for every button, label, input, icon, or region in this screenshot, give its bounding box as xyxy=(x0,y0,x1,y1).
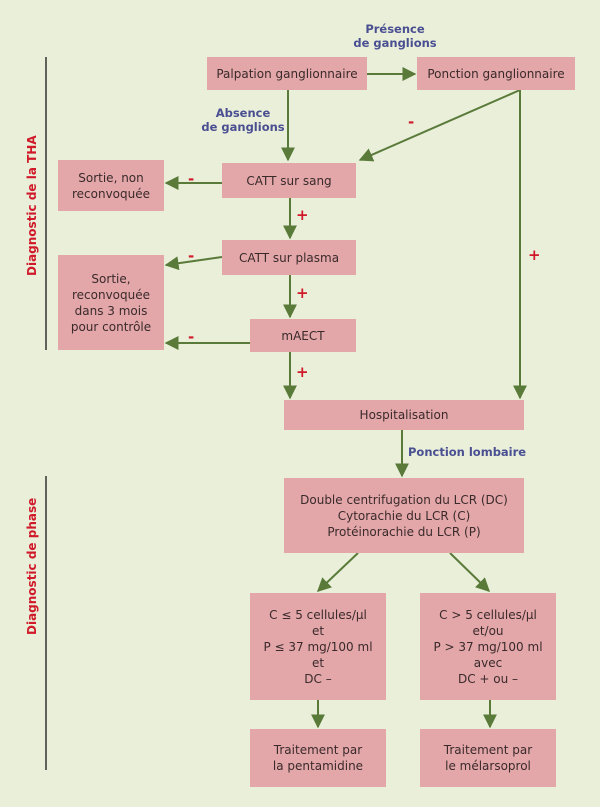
analyses-lcr-box: Double centrifugation du LCR (DC) Cytora… xyxy=(284,478,524,553)
minus-sign-catt-sang: - xyxy=(188,170,195,188)
ponction-ganglionnaire-box: Ponction ganglionnaire xyxy=(417,57,575,90)
minus-sign-catt-plasma: - xyxy=(188,247,195,265)
treatment-pentamidine-box: Traitement par la pentamidine xyxy=(250,729,386,787)
sortie2-line3: dans 3 mois xyxy=(74,303,148,318)
criteria2-line4: avec xyxy=(473,655,503,670)
maect-label: mAECT xyxy=(281,328,325,343)
double-line3: Protéinorachie du LCR (P) xyxy=(327,524,481,539)
treat2-line2: le mélarsoprol xyxy=(445,759,531,773)
presence-ganglions-label: Présence de ganglions xyxy=(340,22,450,50)
treat1-line1: Traitement par xyxy=(273,743,363,757)
absence-ganglions-label: Absence de ganglions xyxy=(200,106,286,134)
presence-line2: de ganglions xyxy=(353,36,437,50)
catt-sang-label: CATT sur sang xyxy=(246,173,332,188)
plus-sign-ponction: + xyxy=(528,246,541,264)
sortie2-line1: Sortie, xyxy=(91,271,131,286)
criteria1-line4: et xyxy=(311,655,325,670)
criteria1-line1: C ≤ 5 cellules/µl xyxy=(269,607,367,622)
criteria2-line5: DC + ou – xyxy=(457,671,519,686)
ponction-label: Ponction ganglionnaire xyxy=(427,66,565,81)
criteria1-line3: P ≤ 37 mg/100 ml xyxy=(263,639,373,654)
presence-line1: Présence xyxy=(365,22,425,36)
hospitalisation-box: Hospitalisation xyxy=(284,400,524,430)
arrow-ponction-to-catt-sang xyxy=(358,89,521,162)
ponction-lombaire-label: Ponction lombaire xyxy=(408,445,527,459)
criteria-stage1-box: C ≤ 5 cellules/µl et P ≤ 37 mg/100 ml et… xyxy=(250,593,386,700)
section-label-phase: Diagnostic de phase xyxy=(25,497,39,635)
treat2-line1: Traitement par xyxy=(443,743,533,757)
hospitalisation-label: Hospitalisation xyxy=(359,408,449,422)
catt-sang-box: CATT sur sang xyxy=(222,163,356,198)
minus-sign-ponction: - xyxy=(408,113,415,131)
sortie2-line2: reconvoquée xyxy=(71,287,151,302)
maect-box: mAECT xyxy=(250,319,356,352)
criteria-stage2-box: C > 5 cellules/µl et/ou P > 37 mg/100 ml… xyxy=(420,593,556,700)
arrow-catt-plasma-to-sortie xyxy=(164,256,223,271)
absence-line2: de ganglions xyxy=(201,120,285,134)
plus-sign-maect: + xyxy=(296,363,309,381)
sortie2-line4: pour contrôle xyxy=(70,319,152,334)
sortie1-line2: reconvoquée xyxy=(71,186,151,201)
catt-plasma-label: CATT sur plasma xyxy=(238,250,340,265)
criteria1-line5: DC – xyxy=(304,671,332,686)
minus-sign-maect: - xyxy=(188,328,195,346)
plus-sign-catt-sang: + xyxy=(296,206,309,224)
criteria1-line2: et xyxy=(311,623,325,638)
palpation-ganglionnaire-box: Palpation ganglionnaire xyxy=(207,57,367,90)
plus-sign-catt-plasma: + xyxy=(296,284,309,302)
catt-plasma-box: CATT sur plasma xyxy=(222,240,356,275)
criteria2-line3: P > 37 mg/100 ml xyxy=(433,639,543,654)
criteria2-line1: C > 5 cellules/µl xyxy=(439,607,537,622)
arrow-double-to-criteria1 xyxy=(316,552,359,592)
palpation-label: Palpation ganglionnaire xyxy=(216,66,358,81)
sortie1-line1: Sortie, non xyxy=(78,170,144,185)
treatment-melarsoprol-box: Traitement par le mélarsoprol xyxy=(420,729,556,787)
absence-line1: Absence xyxy=(215,106,271,120)
section-label-tha: Diagnostic de la THA xyxy=(25,135,39,276)
treat1-line2: la pentamidine xyxy=(272,759,364,773)
criteria2-line2: et/ou xyxy=(472,623,504,638)
sortie-reconvoquee-box: Sortie, reconvoquée dans 3 mois pour con… xyxy=(58,255,164,350)
sortie-non-reconvoquee-box: Sortie, non reconvoquée xyxy=(58,160,164,211)
double-line1: Double centrifugation du LCR (DC) xyxy=(300,492,508,507)
arrow-double-to-criteria2 xyxy=(449,552,491,592)
double-line2: Cytorachie du LCR (C) xyxy=(337,508,471,523)
